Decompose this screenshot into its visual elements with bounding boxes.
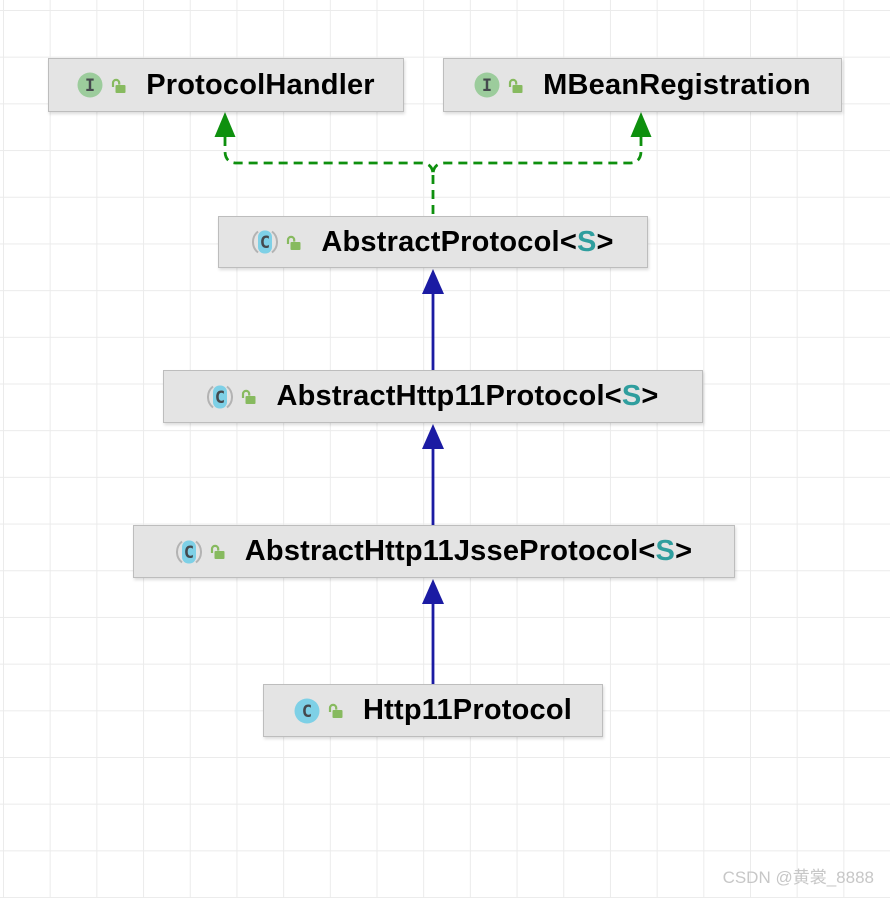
generic-open: < [559,225,577,258]
class-icon: C [294,698,320,723]
arrowhead [422,579,444,604]
generic-close: > [641,380,659,412]
abstract-class-icon: C [252,230,279,254]
open-lock-icon [287,235,301,250]
class-name-label: AbstractHttp11JsseProtocol<S> [245,535,692,568]
generic-param: S [576,225,597,258]
arrowhead [630,112,652,137]
generic-open: < [604,380,622,412]
implements-edge-abstractprotocol-protocolhandler [214,112,435,176]
class-icon-letter: C [215,388,225,408]
extends-edge-abstracthttp11jsseprotocol-abstracthttp11protocol [422,424,444,525]
class-node-abstracthttp11protocol[interactable]: C AbstractHttp11Protocol<S> [163,370,703,423]
arrowhead [422,269,444,294]
arrowhead [214,112,236,137]
arrowhead [422,424,444,449]
class-node-http11protocol[interactable]: C Http11Protocol [263,684,603,737]
open-lock-icon [210,544,225,559]
class-icon-letter: C [302,702,312,722]
edge-line [431,137,643,176]
class-node-protocolhandler[interactable]: I ProtocolHandler [48,58,404,112]
generic-close: > [675,535,693,567]
class-node-abstracthttp11jsseprotocol[interactable]: C AbstractHttp11JsseProtocol<S> [133,525,735,578]
abstract-class-icon: C [207,385,234,408]
class-name-label: Http11Protocol [362,694,573,726]
edge-line [223,137,435,176]
class-name-text: AbstractHttp11Protocol [276,380,605,412]
interface-icon: I [474,72,500,98]
interface-icon: I [77,72,103,98]
interface-icon-letter: I [85,76,95,96]
open-lock-icon [242,389,256,404]
generic-close: > [596,225,614,258]
open-lock-icon [509,78,523,93]
interface-icon-letter: I [482,76,492,96]
implements-edge-abstractprotocol-mbeanregistration [431,112,652,176]
class-name-label: ProtocolHandler [146,68,375,101]
watermark: CSDN @黄裳_8888 [722,868,874,887]
class-name-label: AbstractProtocol<S> [321,226,613,259]
extends-edge-http11protocol-abstracthttp11jsseprotocol [422,579,444,684]
class-icon-letter: C [260,233,270,253]
abstract-class-icon: C [175,540,202,563]
class-name-label: AbstractHttp11Protocol<S> [276,380,658,413]
generic-param: S [621,380,642,412]
class-name-text: AbstractHttp11JsseProtocol [244,535,639,567]
class-node-mbeanregistration[interactable]: I MBeanRegistration [443,58,842,112]
class-name-text: AbstractProtocol [321,225,560,258]
open-lock-icon [112,78,126,93]
class-name-label: MBeanRegistration [543,68,811,101]
generic-param: S [655,535,676,567]
class-icon-letter: C [184,543,194,563]
open-lock-icon [328,703,343,718]
class-node-abstractprotocol[interactable]: C AbstractProtocol<S> [218,216,648,268]
generic-open: < [638,535,656,567]
extends-edge-abstracthttp11protocol-abstractprotocol [422,269,444,370]
